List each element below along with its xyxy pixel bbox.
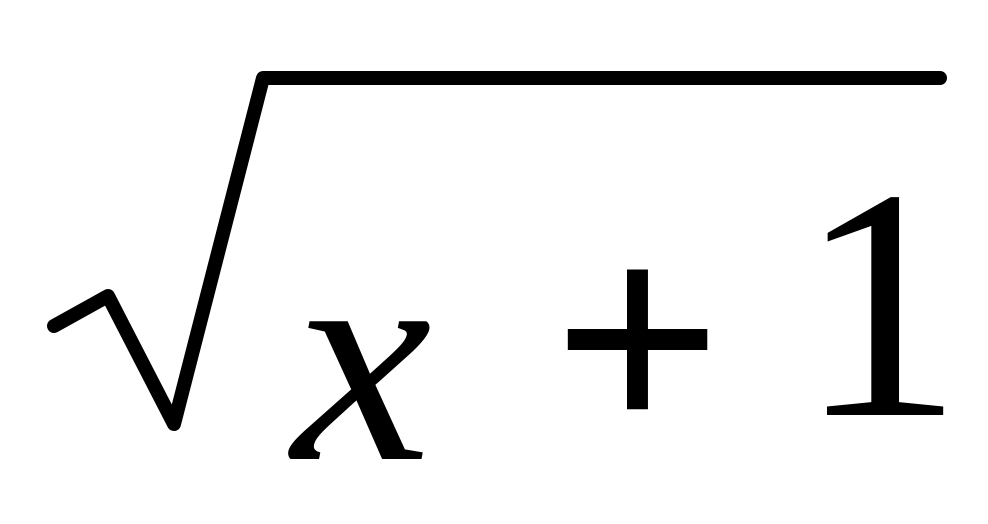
radical-stroke bbox=[47, 71, 947, 431]
square-root-sign bbox=[47, 71, 947, 431]
constant-one: 1 bbox=[798, 122, 963, 487]
variable-x: x bbox=[292, 192, 432, 524]
math-formula: x + 1 bbox=[47, 71, 963, 524]
plus-operator: + bbox=[552, 172, 723, 504]
